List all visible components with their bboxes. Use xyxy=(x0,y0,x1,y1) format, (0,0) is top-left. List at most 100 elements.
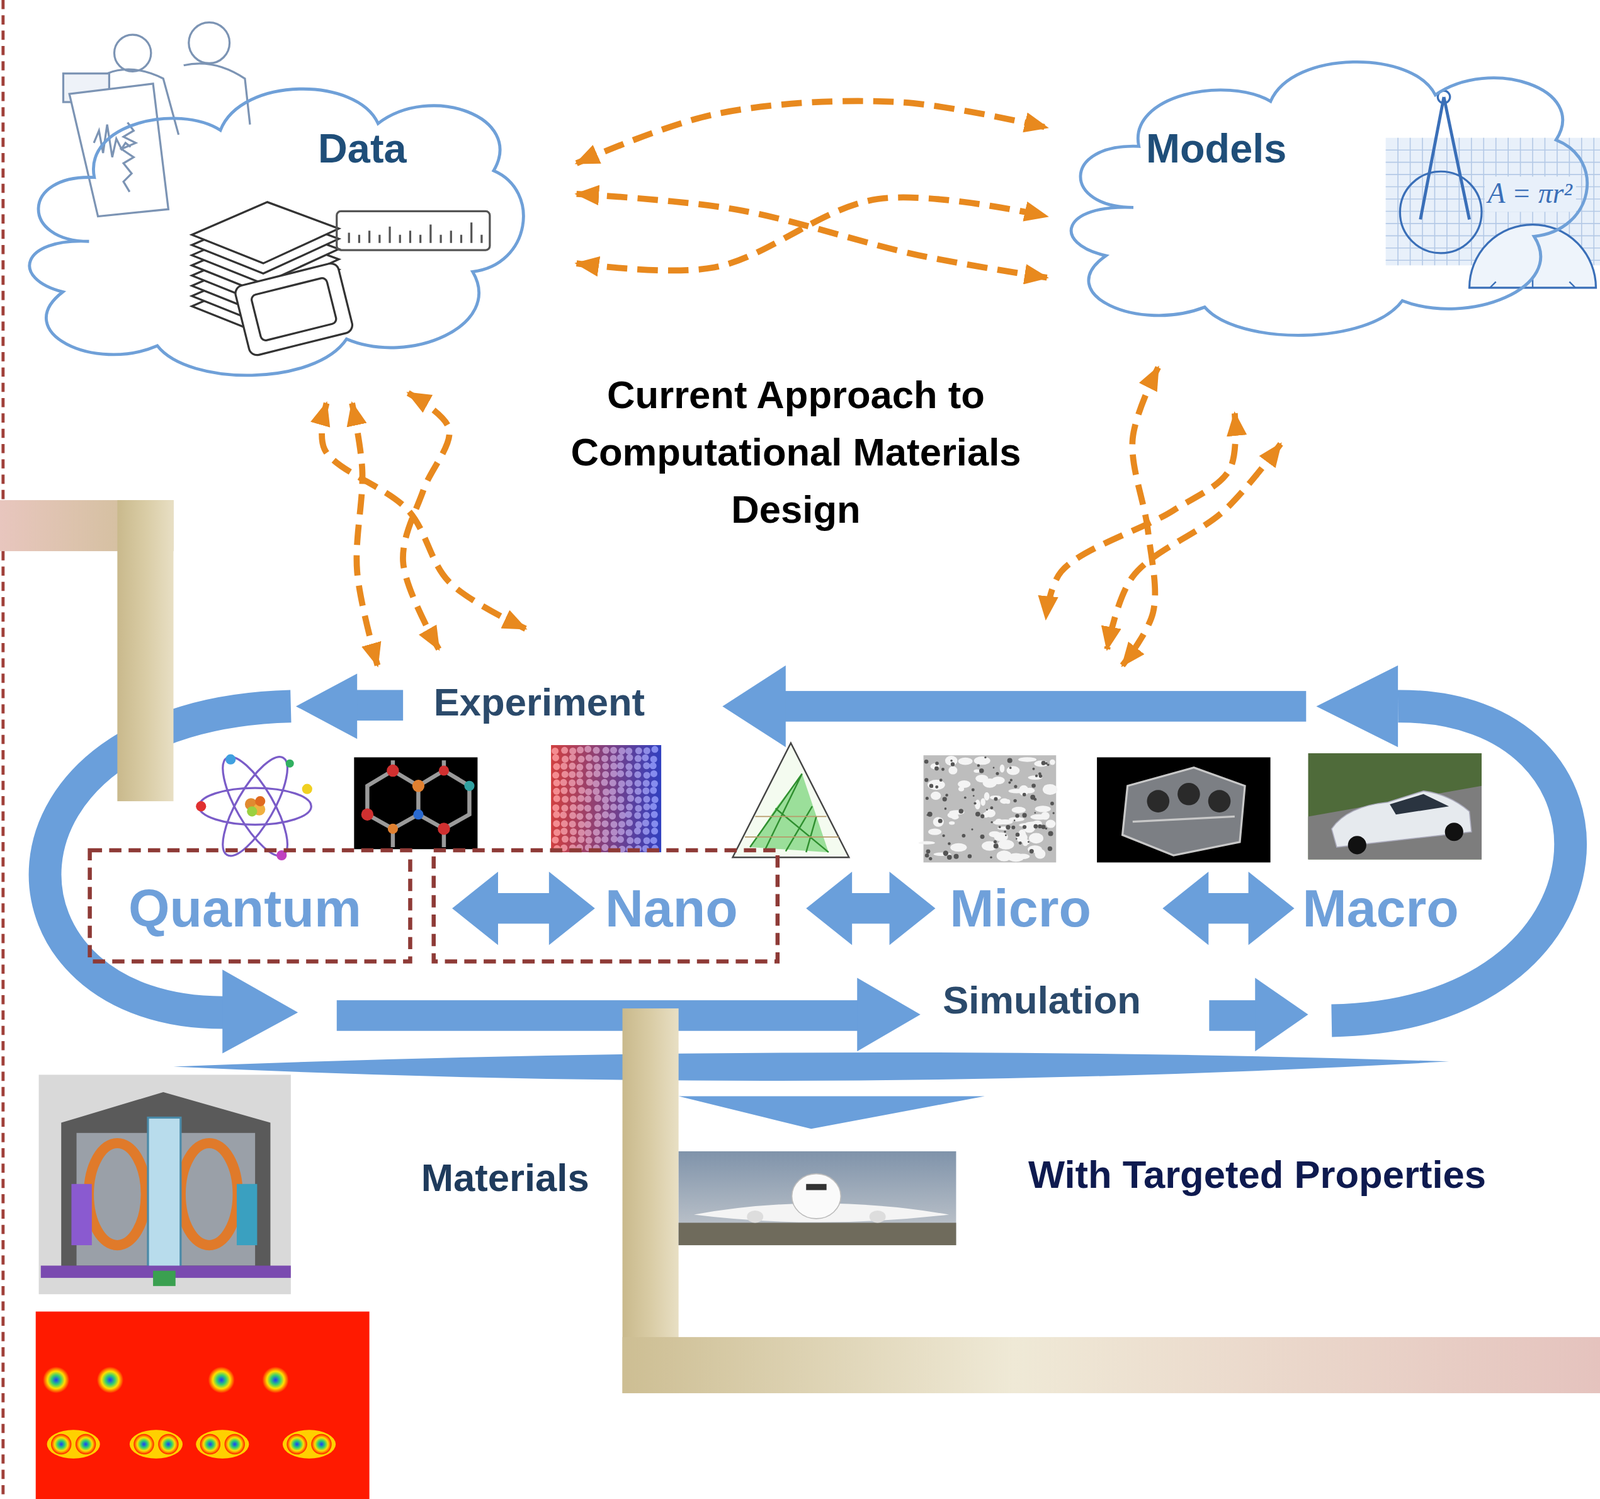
cycle-arrows xyxy=(856,977,920,1051)
nanoparticle-illustration xyxy=(643,836,651,844)
dashed-flow-arrow xyxy=(402,392,450,650)
microstructure-illustration xyxy=(957,780,971,788)
microstructure-illustration xyxy=(1013,799,1017,803)
microstructure-illustration xyxy=(941,767,945,771)
microstructure-illustration xyxy=(929,783,934,788)
microstructure-illustration xyxy=(948,765,958,774)
diagram-title: Current Approach to Computational Materi… xyxy=(520,366,1072,538)
microstructure-illustration xyxy=(930,791,941,800)
microstructure-illustration xyxy=(928,856,932,861)
phase-diagram-illustration xyxy=(744,816,839,837)
molecule-illustration xyxy=(386,764,399,777)
nanoparticle-illustration xyxy=(651,827,659,835)
microstructure-illustration xyxy=(977,763,980,767)
microstructure-illustration xyxy=(1022,824,1027,829)
microstructure-illustration xyxy=(1008,788,1025,794)
nanoparticle-illustration xyxy=(610,762,618,770)
node-text: Models xyxy=(1146,123,1287,173)
reactor-illustration xyxy=(39,1074,291,1294)
label-slot: With Targeted Properties xyxy=(1028,1152,1487,1199)
dashed-flow-arrow xyxy=(1106,443,1281,650)
microstructure-illustration xyxy=(999,798,1009,805)
cycle-arrows xyxy=(355,689,403,721)
engine-block-illustration xyxy=(1146,789,1170,813)
field-simulation-image xyxy=(311,1433,332,1454)
nanoparticle-illustration xyxy=(577,794,585,802)
nanoparticle-illustration xyxy=(594,794,602,802)
molecule-illustration xyxy=(387,823,398,834)
nanoparticle-illustration xyxy=(651,820,659,828)
nanoparticle-illustration xyxy=(601,835,609,843)
reactor-illustration xyxy=(71,1183,92,1245)
nanoparticle-illustration xyxy=(618,811,626,819)
nanoparticle-illustration xyxy=(634,779,642,787)
microstructure-illustration xyxy=(1023,821,1036,833)
microstructure-illustration xyxy=(925,796,929,800)
field-simulation-image xyxy=(224,1433,245,1454)
nanoparticle-illustration xyxy=(593,819,601,827)
page-divider xyxy=(1,0,5,1499)
nanoparticle-illustration xyxy=(569,828,577,835)
title-slot: Current Approach to Computational Materi… xyxy=(520,366,1072,538)
computer-stack-icon xyxy=(192,202,355,358)
microstructure-illustration xyxy=(970,828,973,830)
nanoparticle-illustration xyxy=(578,829,585,837)
cycle-arrows xyxy=(45,665,1572,1130)
nanoparticle-illustration xyxy=(550,744,662,853)
field-simulation-image xyxy=(286,1433,307,1454)
tan-bracket-bars xyxy=(622,1336,1600,1393)
nanoparticle-illustration xyxy=(601,762,609,770)
microstructure-illustration xyxy=(974,756,991,765)
microstructure-illustration xyxy=(953,853,959,859)
atom-illustration xyxy=(198,787,312,825)
nanoparticle-illustration xyxy=(634,770,642,778)
microstructure-illustration xyxy=(933,816,944,827)
microstructure-illustration xyxy=(1042,783,1058,795)
molecule-illustration xyxy=(367,760,470,847)
nanoparticle-illustration xyxy=(584,829,592,837)
microstructure-illustration xyxy=(1028,833,1044,844)
formula-label: A = πr² xyxy=(1484,176,1576,211)
microstructure-illustration xyxy=(990,821,993,823)
nanoparticle-illustration xyxy=(610,821,618,829)
nanoparticle-illustration xyxy=(592,787,600,795)
nanoparticle-illustration xyxy=(642,787,650,795)
nanoparticle-illustration xyxy=(584,804,592,812)
airplane-photo xyxy=(746,1210,764,1223)
nanoparticle-illustration xyxy=(560,827,568,835)
microstructure-illustration xyxy=(1018,841,1022,845)
nanoparticle-illustration xyxy=(585,762,593,770)
nanoparticle-illustration xyxy=(618,780,626,788)
field-simulation-image xyxy=(282,1429,336,1458)
engine-block-illustration xyxy=(1208,789,1232,813)
microstructure-illustration xyxy=(926,814,929,817)
microstructure-illustration xyxy=(945,793,948,796)
microstructure-illustration xyxy=(927,811,933,817)
nanoparticle-illustration xyxy=(576,778,584,786)
microstructure-illustration xyxy=(995,818,1003,824)
field-simulation-image xyxy=(200,1433,221,1454)
nanoparticle-illustration xyxy=(560,787,568,795)
microstructure-illustration xyxy=(941,834,945,837)
reactor-illustration xyxy=(236,1183,257,1245)
label-slot: Materials xyxy=(421,1155,590,1203)
microstructure-illustration xyxy=(1052,811,1055,814)
ruler-icon xyxy=(336,210,490,250)
microstructure-illustration xyxy=(935,785,939,789)
nanoparticle-illustration xyxy=(552,771,560,779)
microstructure-illustration xyxy=(988,831,1000,838)
microstructure-illustration xyxy=(1021,812,1027,818)
nanoparticle-illustration xyxy=(617,835,625,843)
field-simulation-image xyxy=(158,1433,179,1454)
nanoparticle-illustration xyxy=(578,786,585,794)
nanoparticle-illustration xyxy=(584,821,592,829)
nanoparticle-illustration xyxy=(577,835,585,843)
molecule-illustration xyxy=(464,780,475,791)
nanoparticle-illustration xyxy=(601,819,609,827)
nanoparticle-illustration xyxy=(560,762,568,770)
microstructure-illustration xyxy=(947,854,953,860)
nanoparticle-illustration xyxy=(625,753,633,761)
nanoparticle-illustration xyxy=(625,803,633,811)
scale-link-arrow xyxy=(1162,871,1294,946)
microstructure-illustration xyxy=(1033,823,1038,829)
